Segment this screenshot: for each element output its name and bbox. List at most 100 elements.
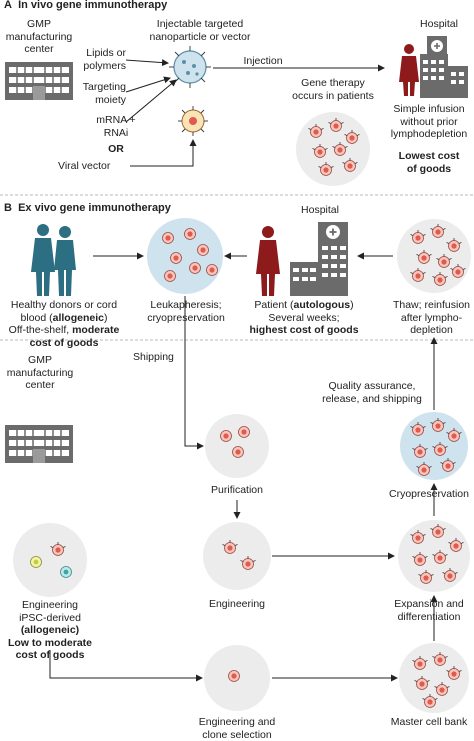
gene-therapy-label: Gene therapy occurs in patients [285,77,381,102]
expansion-label: Expansion and differentiation [384,598,474,623]
panel-b-gmp-line-2: manufacturing [6,366,74,379]
thaw-line-1: Thaw; reinfusion [392,299,471,311]
donors-line-2c: ) [103,311,108,324]
engineering-label: Engineering [208,598,266,610]
viral-vector-label: Viral vector [58,160,111,172]
healthy-donors-people [31,224,76,296]
panel-a-gmp-building [4,61,74,101]
lowest-cost-label: Lowest cost of goods [384,150,474,175]
ipsc-line-5: cost of goods [15,649,85,661]
panel-b-hospital-building [290,222,348,296]
donors-line-2a: blood ( [20,311,53,324]
panel-b-gmp-label: GMP manufacturing center [0,354,80,392]
patient-line-2: Several weeks; [268,311,340,324]
injection-label: Injection [243,55,283,67]
ipsc-line-3: (allogeneic) [20,624,80,636]
purification-label: Purification [211,484,263,496]
donors-line-3a: Off-the-shelf, [8,324,73,336]
ipsc-line-1: Engineering [21,599,79,611]
targeting-line-1: Targeting [82,81,126,93]
expansion-line-1: Expansion and [394,598,464,610]
donors-line-4: cost of goods [29,336,99,349]
lowest-cost-line-2: of goods [406,162,452,175]
infusion-label: Simple infusion without prior lymphodepl… [384,103,474,141]
ipsc-line-2: iPSC-derived [19,611,81,624]
master-cell-bank-label: Master cell bank [390,716,468,728]
qa-line-2: release, and shipping [322,392,422,405]
targeting-line-2: moiety [95,93,126,106]
clone-line-2: clone selection [202,728,272,741]
nanoparticle-label: Injectable targeted nanoparticle or vect… [138,18,262,43]
patient-line-1a: Patient ( [254,299,294,311]
infusion-line-1: Simple infusion [393,103,465,115]
donors-line-2: blood (allogeneic) [0,312,128,325]
lowest-cost-line-1: Lowest cost [398,150,460,162]
donors-line-3: Off-the-shelf, moderate [0,324,128,337]
thaw-line-2: after lympho- [400,311,463,324]
healthy-donors-label: Healthy donors or cord blood (allogeneic… [0,299,128,349]
panel-a-gmp-line-3: center [24,43,54,55]
thaw-label: Thaw; reinfusion after lympho- depletion [389,299,474,337]
expansion-line-2: differentiation [397,610,461,623]
mrna-line-1: mRNA + [96,114,136,126]
patient-label: Patient (autologous) Several weeks; high… [240,299,368,337]
infusion-line-3: lymphodepletion [390,128,468,140]
nanoparticle-icon [169,46,211,88]
panel-a-gmp-line-2: manufacturing [5,30,73,43]
clone-selection-cell-circle [204,645,270,711]
panel-a-patient-person [399,44,419,96]
ipsc-label: Engineering iPSC-derived (allogeneic) Lo… [0,599,100,662]
autologous-bold: autologous [293,299,351,311]
lipids-line-1: Lipids or [86,47,126,59]
infusion-line-2: without prior [400,115,458,128]
leukapheresis-label: Leukapheresis; cryopreservation [138,299,234,324]
nanoparticle-line-1: Injectable targeted [156,18,244,30]
panel-a-header: A In vivo gene immunotherapy [4,0,167,11]
panel-b-gmp-building [4,424,74,464]
panel-b-gmp-line-1: GMP [28,354,52,366]
thaw-cell-circle [397,219,471,293]
or-label: OR [108,143,124,155]
donors-line-1: Healthy donors or cord [10,299,118,311]
panel-b-hospital-label: Hospital [301,204,339,216]
purification-cell-circle [205,414,269,478]
cryopreservation-cell-circle [400,412,468,480]
patient-line-3: highest cost of goods [249,324,359,336]
moderate-bold: moderate [72,324,120,336]
allogeneic-bold: allogeneic [52,311,104,324]
panel-a-hospital-label: Hospital [420,18,458,30]
leukapheresis-cell-circle [147,218,223,294]
panel-a-gmp-label: GMP manufacturing center [0,18,78,56]
shipping-label: Shipping [133,351,174,363]
clone-line-1: Engineering and [198,716,276,728]
engineering-cell-circle [203,522,271,590]
panel-b-header: B Ex vivo gene immunotherapy [4,202,171,214]
patient-line-1: Patient (autologous) [240,299,368,312]
lipids-line-2: polymers [83,59,126,72]
panel-a-arrows [125,59,385,167]
cryopreservation-label: Cryopreservation [389,488,469,500]
panel-b-patient-person [256,226,280,296]
mrna-label: mRNA + RNAi [96,114,136,139]
expansion-cell-circle [398,520,470,592]
patient-line-1c: ) [350,299,354,311]
ipsc-line-4: Low to moderate [7,636,92,649]
mrna-line-2: RNAi [103,126,129,139]
panel-a-letter: A [4,0,12,11]
panel-b-gmp-line-3: center [25,379,55,391]
gene-therapy-line-1: Gene therapy [301,77,365,89]
panel-a-hospital-building [420,36,468,98]
leuka-line-2: cryopreservation [147,311,225,324]
leuka-line-1: Leukapheresis; [150,299,222,311]
master-bank-cell-circle [399,643,469,713]
targeting-label: Targeting moiety [76,81,126,106]
ipsc-cell-circle [13,523,87,597]
panel-b-letter: B [4,202,12,214]
lipids-label: Lipids or polymers [76,47,126,72]
panel-b-process-arrows [49,296,438,682]
panel-b-title: Ex vivo gene immunotherapy [18,202,171,214]
thaw-line-3: depletion [410,324,453,336]
panel-a-title: In vivo gene immunotherapy [18,0,168,11]
clone-selection-label: Engineering and clone selection [187,716,287,741]
panel-a-gmp-line-1: GMP [27,18,51,30]
